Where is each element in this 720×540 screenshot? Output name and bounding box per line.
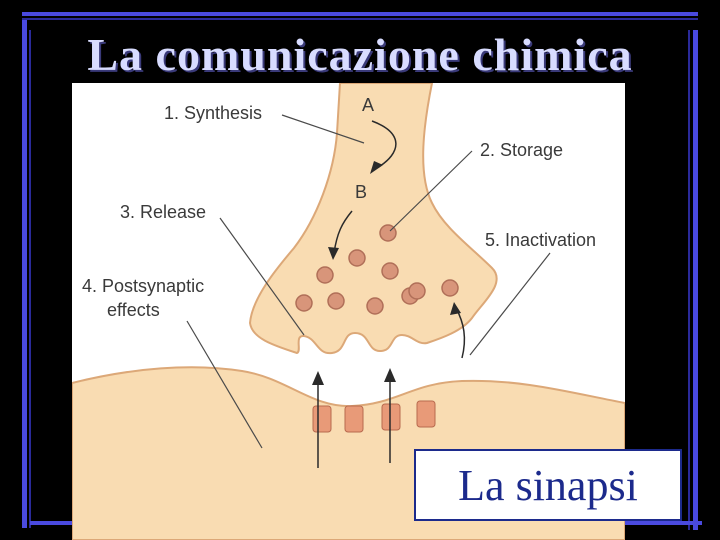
vesicle	[348, 249, 366, 267]
pointer-lines	[186, 114, 551, 449]
point-a-label: A	[362, 95, 374, 115]
synthesis-pointer	[281, 114, 365, 144]
vesicle	[408, 282, 426, 300]
storage-label: 2. Storage	[480, 140, 563, 160]
vesicle	[366, 297, 384, 315]
release-pointer	[219, 217, 305, 336]
frame-top-bar-inner	[22, 18, 698, 20]
receptor	[416, 400, 436, 428]
storage-pointer	[389, 150, 473, 232]
receptor	[381, 403, 401, 431]
arrow-head	[312, 371, 324, 385]
postsynaptic-label-effects: effects	[107, 300, 160, 320]
presynaptic-terminal	[248, 83, 498, 355]
vesicles	[295, 224, 459, 315]
vesicle	[327, 292, 345, 310]
point-b-label: B	[355, 182, 367, 202]
vesicle	[441, 279, 459, 297]
postsynaptic-label: 4. Postsynaptic	[82, 276, 204, 296]
arrow-head	[370, 161, 383, 174]
frame-left-bar-inner	[29, 30, 31, 528]
vesicle	[381, 262, 399, 280]
frame-right-bar-inner	[688, 30, 690, 530]
page-title: La comunicazione chimica	[87, 29, 633, 80]
frame-right-bar	[693, 30, 698, 530]
frame-top-bar	[22, 12, 698, 16]
frame-left-bar	[22, 20, 27, 528]
receptor	[312, 405, 332, 433]
synthesis-label: 1. Synthesis	[164, 103, 262, 123]
arrow-head	[384, 368, 396, 382]
vesicle	[316, 266, 334, 284]
arrow-heads	[312, 161, 461, 385]
inactivation-pointer	[469, 252, 551, 356]
caption-text: La sinapsi	[458, 460, 638, 510]
synthesis-arrow	[371, 120, 397, 169]
arrow-head	[328, 247, 339, 260]
arrow-head	[450, 302, 461, 315]
receptor	[344, 405, 364, 433]
postsynaptic-pointer	[186, 320, 263, 449]
caption-box: La sinapsi	[414, 449, 682, 521]
inactivation-label: 5. Inactivation	[485, 230, 596, 250]
release-label: 3. Release	[120, 202, 206, 222]
vesicle	[295, 294, 313, 312]
